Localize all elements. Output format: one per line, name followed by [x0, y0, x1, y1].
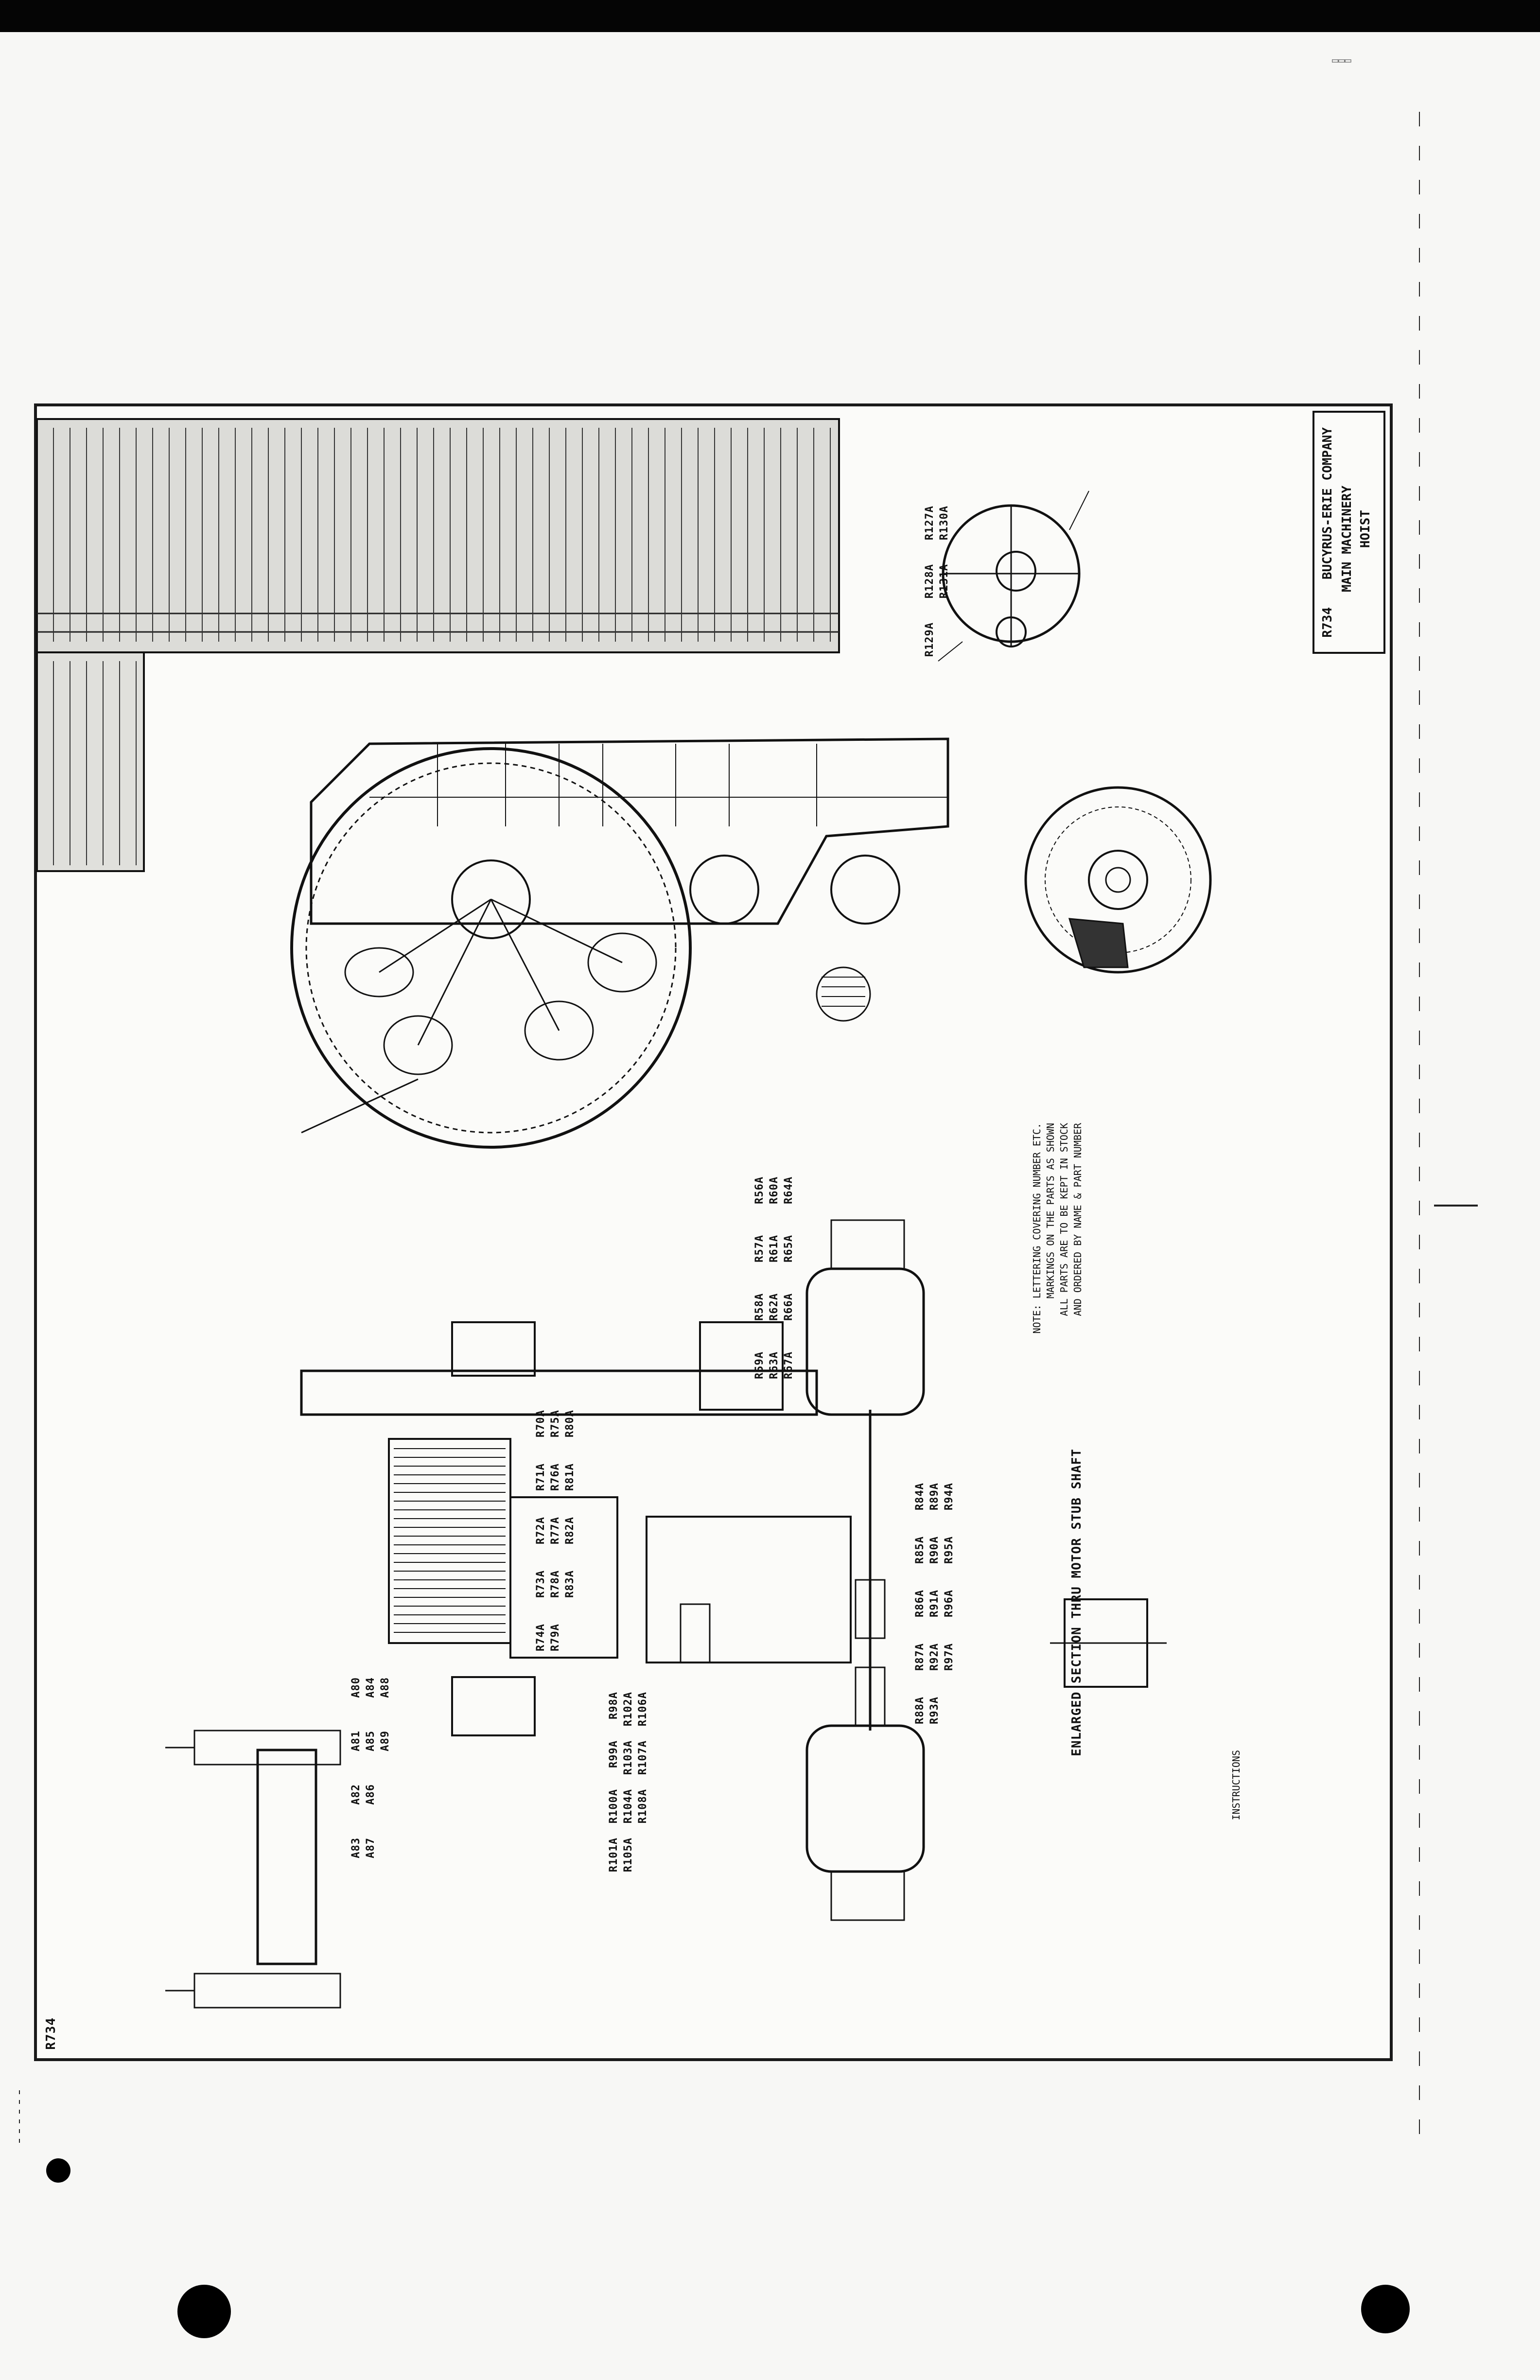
punch-hole — [177, 2285, 231, 2338]
part-label: R61A — [768, 1235, 780, 1262]
part-label: R57A — [753, 1235, 766, 1262]
part-label: A81 — [350, 1731, 362, 1751]
part-label: A85 — [365, 1731, 377, 1751]
part-label: R56A — [753, 1176, 766, 1204]
top-scan-bar — [0, 0, 1540, 32]
note-line-3: ALL PARTS ARE TO BE KEPT IN STOCK — [1058, 1123, 1070, 1316]
part-label: R58A — [753, 1293, 766, 1321]
part-label: R80A — [564, 1410, 576, 1437]
sheet-tag: R734 — [44, 2017, 58, 2050]
part-label: R92A — [928, 1643, 941, 1671]
part-label: R67A — [783, 1351, 795, 1379]
part-label: R96A — [943, 1590, 955, 1617]
parts-list-table — [36, 418, 840, 653]
part-label: R66A — [783, 1293, 795, 1321]
part-label: R102A — [622, 1692, 634, 1727]
part-label: R108A — [637, 1789, 649, 1824]
part-label: R72A — [535, 1517, 547, 1544]
margin-marks — [19, 112, 1478, 2149]
note-line-2: MARKINGS ON THE PARTS AS SHOWN — [1045, 1123, 1056, 1299]
part-label: R95A — [943, 1536, 955, 1564]
drawing-subtitle: HOIST — [1358, 510, 1373, 548]
part-label: R65A — [783, 1235, 795, 1262]
part-label: A86 — [365, 1784, 377, 1805]
part-label: R64A — [783, 1176, 795, 1204]
part-label: A89 — [379, 1731, 391, 1751]
part-label: R98A — [608, 1692, 620, 1719]
part-label: R103A — [622, 1740, 634, 1775]
part-label: R59A — [753, 1351, 766, 1379]
part-label: R105A — [622, 1838, 634, 1872]
pulley-detail — [938, 490, 1089, 662]
part-label: R81A — [564, 1463, 576, 1491]
part-label: R97A — [943, 1643, 955, 1671]
part-label: R84A — [914, 1483, 926, 1510]
part-label: R104A — [622, 1789, 634, 1824]
part-label: R87A — [914, 1643, 926, 1671]
part-label: R101A — [608, 1838, 620, 1872]
part-label: R127A — [924, 506, 936, 541]
note-line-1: NOTE: LETTERING COVERING NUMBER ETC. — [1031, 1123, 1043, 1334]
part-label: R73A — [535, 1570, 547, 1598]
part-label: R85A — [914, 1536, 926, 1564]
punch-hole — [46, 2158, 70, 2183]
stub-shaft-detail — [1050, 1598, 1167, 1688]
part-label: R60A — [768, 1176, 780, 1204]
part-label: R76A — [549, 1463, 561, 1491]
part-label: A82 — [350, 1784, 362, 1805]
part-label: R86A — [914, 1590, 926, 1617]
part-label: R128A — [924, 564, 936, 599]
corner-stamp: ▭▭▭ — [1332, 54, 1351, 67]
punch-hole — [1361, 2285, 1410, 2333]
part-label: R89A — [928, 1483, 941, 1510]
part-label: A87 — [365, 1838, 377, 1858]
shaft-detail — [165, 1730, 341, 2009]
part-label: R79A — [549, 1624, 561, 1651]
part-label: R100A — [608, 1789, 620, 1824]
title-block: BUCYRUS-ERIE COMPANY MAIN MACHINERY HOIS… — [1312, 411, 1385, 654]
part-label: R93A — [928, 1697, 941, 1724]
part-label: R131A — [938, 564, 950, 599]
part-label: R107A — [637, 1740, 649, 1775]
flange-detail — [1024, 786, 1212, 974]
part-label: R99A — [608, 1740, 620, 1768]
section-caption: ENLARGED SECTION THRU MOTOR STUB SHAFT — [1069, 1449, 1084, 1756]
part-label: R94A — [943, 1483, 955, 1510]
part-label: R70A — [535, 1410, 547, 1437]
sheet-number: R734 — [1320, 607, 1335, 638]
part-label: A84 — [365, 1677, 377, 1698]
part-label: R129A — [924, 622, 936, 657]
part-label: R130A — [938, 506, 950, 541]
part-label: R88A — [914, 1697, 926, 1724]
parts-list-table-small — [36, 651, 145, 872]
part-label: R90A — [928, 1536, 941, 1564]
part-label: R71A — [535, 1463, 547, 1491]
drawing-title: MAIN MACHINERY — [1340, 486, 1354, 593]
part-label: R77A — [549, 1517, 561, 1544]
part-label: R62A — [768, 1293, 780, 1321]
notes-heading: INSTRUCTIONS — [1230, 1750, 1242, 1820]
part-label: A80 — [350, 1677, 362, 1698]
part-label: A88 — [379, 1677, 391, 1698]
part-label: A83 — [350, 1838, 362, 1858]
note-line-4: AND ORDERED BY NAME & PART NUMBER — [1072, 1123, 1084, 1316]
part-label: R91A — [928, 1590, 941, 1617]
company-name: BUCYRUS-ERIE COMPANY — [1320, 427, 1335, 580]
main-gear-assembly — [290, 737, 949, 1149]
part-label: R75A — [549, 1410, 561, 1437]
part-label: R83A — [564, 1570, 576, 1598]
part-label: R82A — [564, 1517, 576, 1544]
motor-shaft-section — [300, 1219, 925, 1921]
part-label: R78A — [549, 1570, 561, 1598]
drawing-sheet-frame — [34, 403, 1393, 2061]
part-label: R106A — [637, 1692, 649, 1727]
part-label: R74A — [535, 1624, 547, 1651]
part-label: R63A — [768, 1351, 780, 1379]
